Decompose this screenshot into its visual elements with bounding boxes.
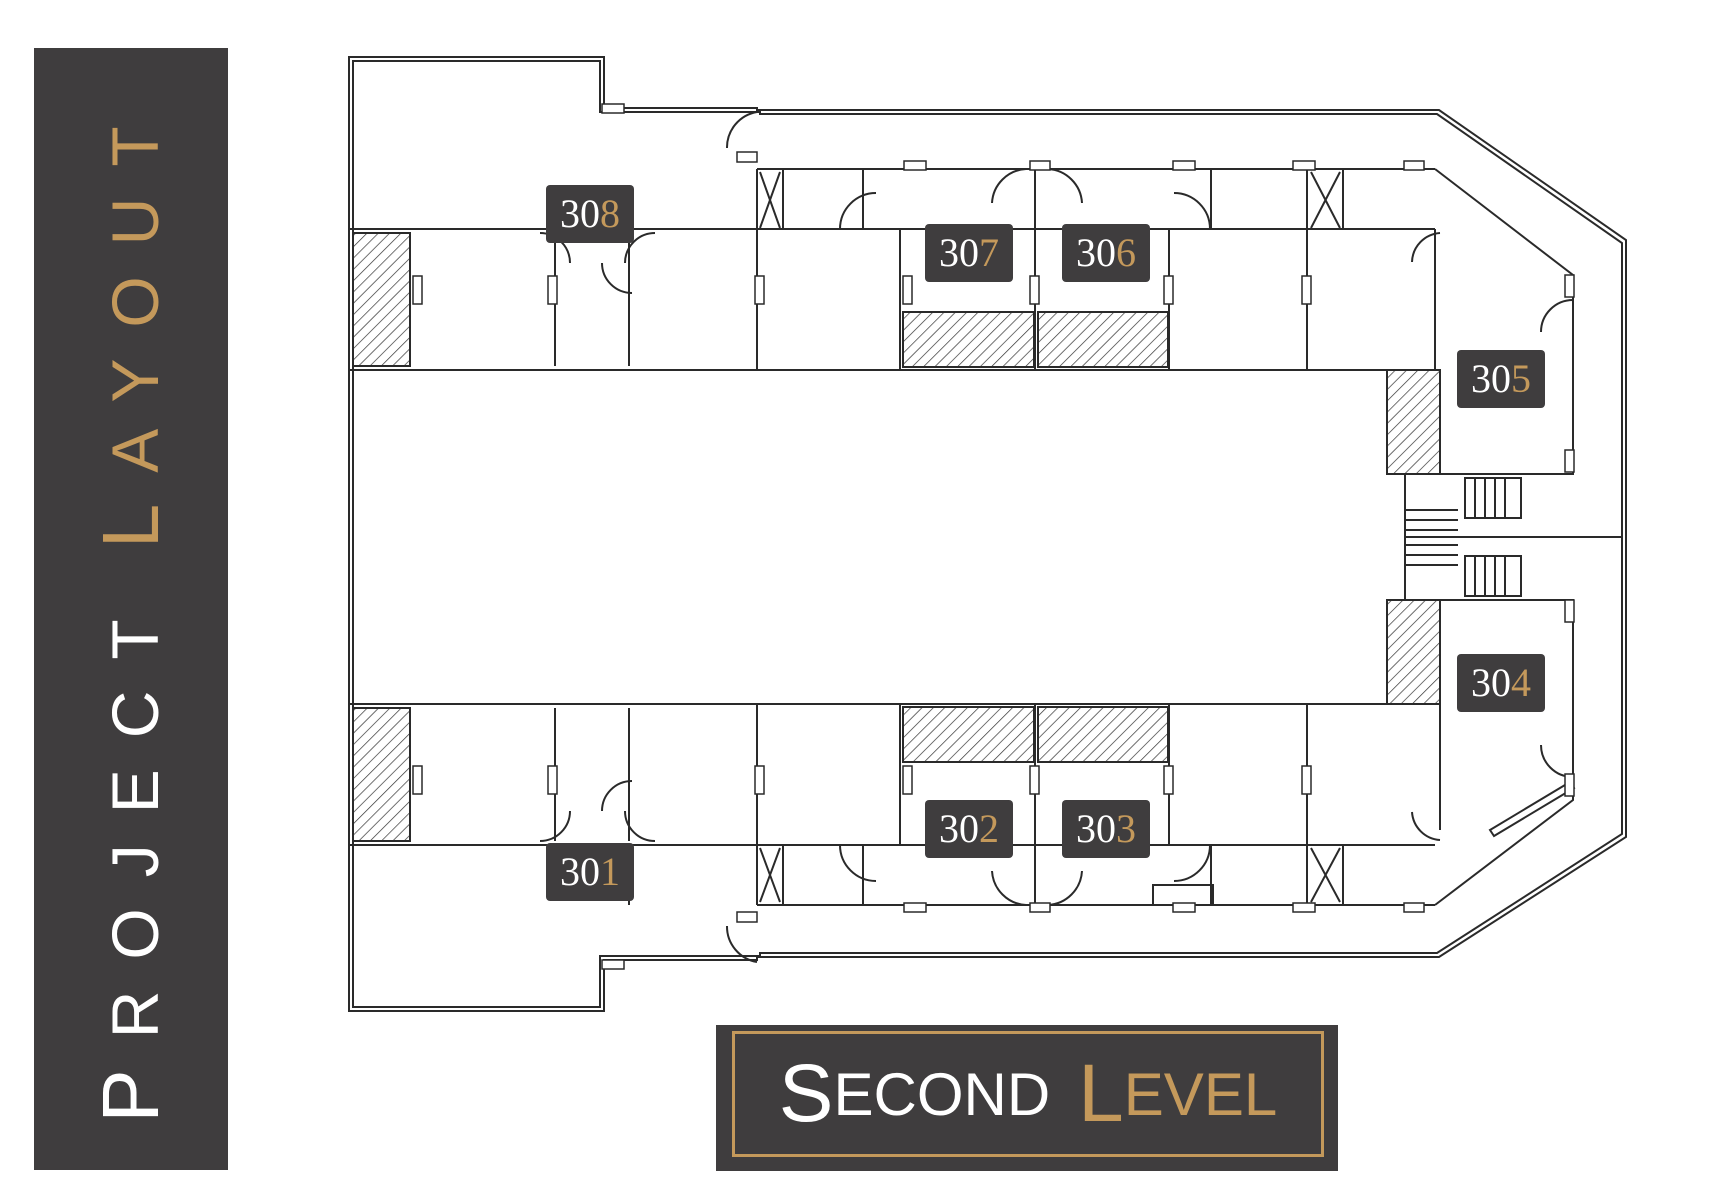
unit-label-302: 302 <box>925 800 1013 858</box>
unit-suffix: 4 <box>1511 660 1531 705</box>
unit-suffix: 7 <box>979 230 999 275</box>
unit-suffix: 2 <box>979 806 999 851</box>
unit-prefix: 30 <box>1471 660 1511 705</box>
unit-label-307: 307 <box>925 224 1013 282</box>
unit-suffix: 3 <box>1116 806 1136 851</box>
unit-prefix: 30 <box>1471 356 1511 401</box>
unit-label-308: 308 <box>546 185 634 243</box>
level-word1-rest: ECOND <box>833 1060 1051 1128</box>
unit-label-306: 306 <box>1062 224 1150 282</box>
unit-label-305: 305 <box>1457 350 1545 408</box>
level-word2-rest: EVEL <box>1123 1060 1278 1128</box>
unit-suffix: 8 <box>600 191 620 236</box>
unit-suffix: 6 <box>1116 230 1136 275</box>
unit-prefix: 30 <box>1076 230 1116 275</box>
unit-prefix: 30 <box>939 806 979 851</box>
unit-prefix: 30 <box>1076 806 1116 851</box>
unit-label-301: 301 <box>546 843 634 901</box>
unit-prefix: 30 <box>560 849 600 894</box>
side-banner <box>34 48 228 1170</box>
level-word2-first: L <box>1078 1048 1124 1139</box>
unit-prefix: 30 <box>939 230 979 275</box>
unit-suffix: 5 <box>1511 356 1531 401</box>
unit-suffix: 1 <box>600 849 620 894</box>
unit-prefix: 30 <box>560 191 600 236</box>
level-word1-first: S <box>778 1048 834 1139</box>
unit-label-304: 304 <box>1457 654 1545 712</box>
unit-label-303: 303 <box>1062 800 1150 858</box>
